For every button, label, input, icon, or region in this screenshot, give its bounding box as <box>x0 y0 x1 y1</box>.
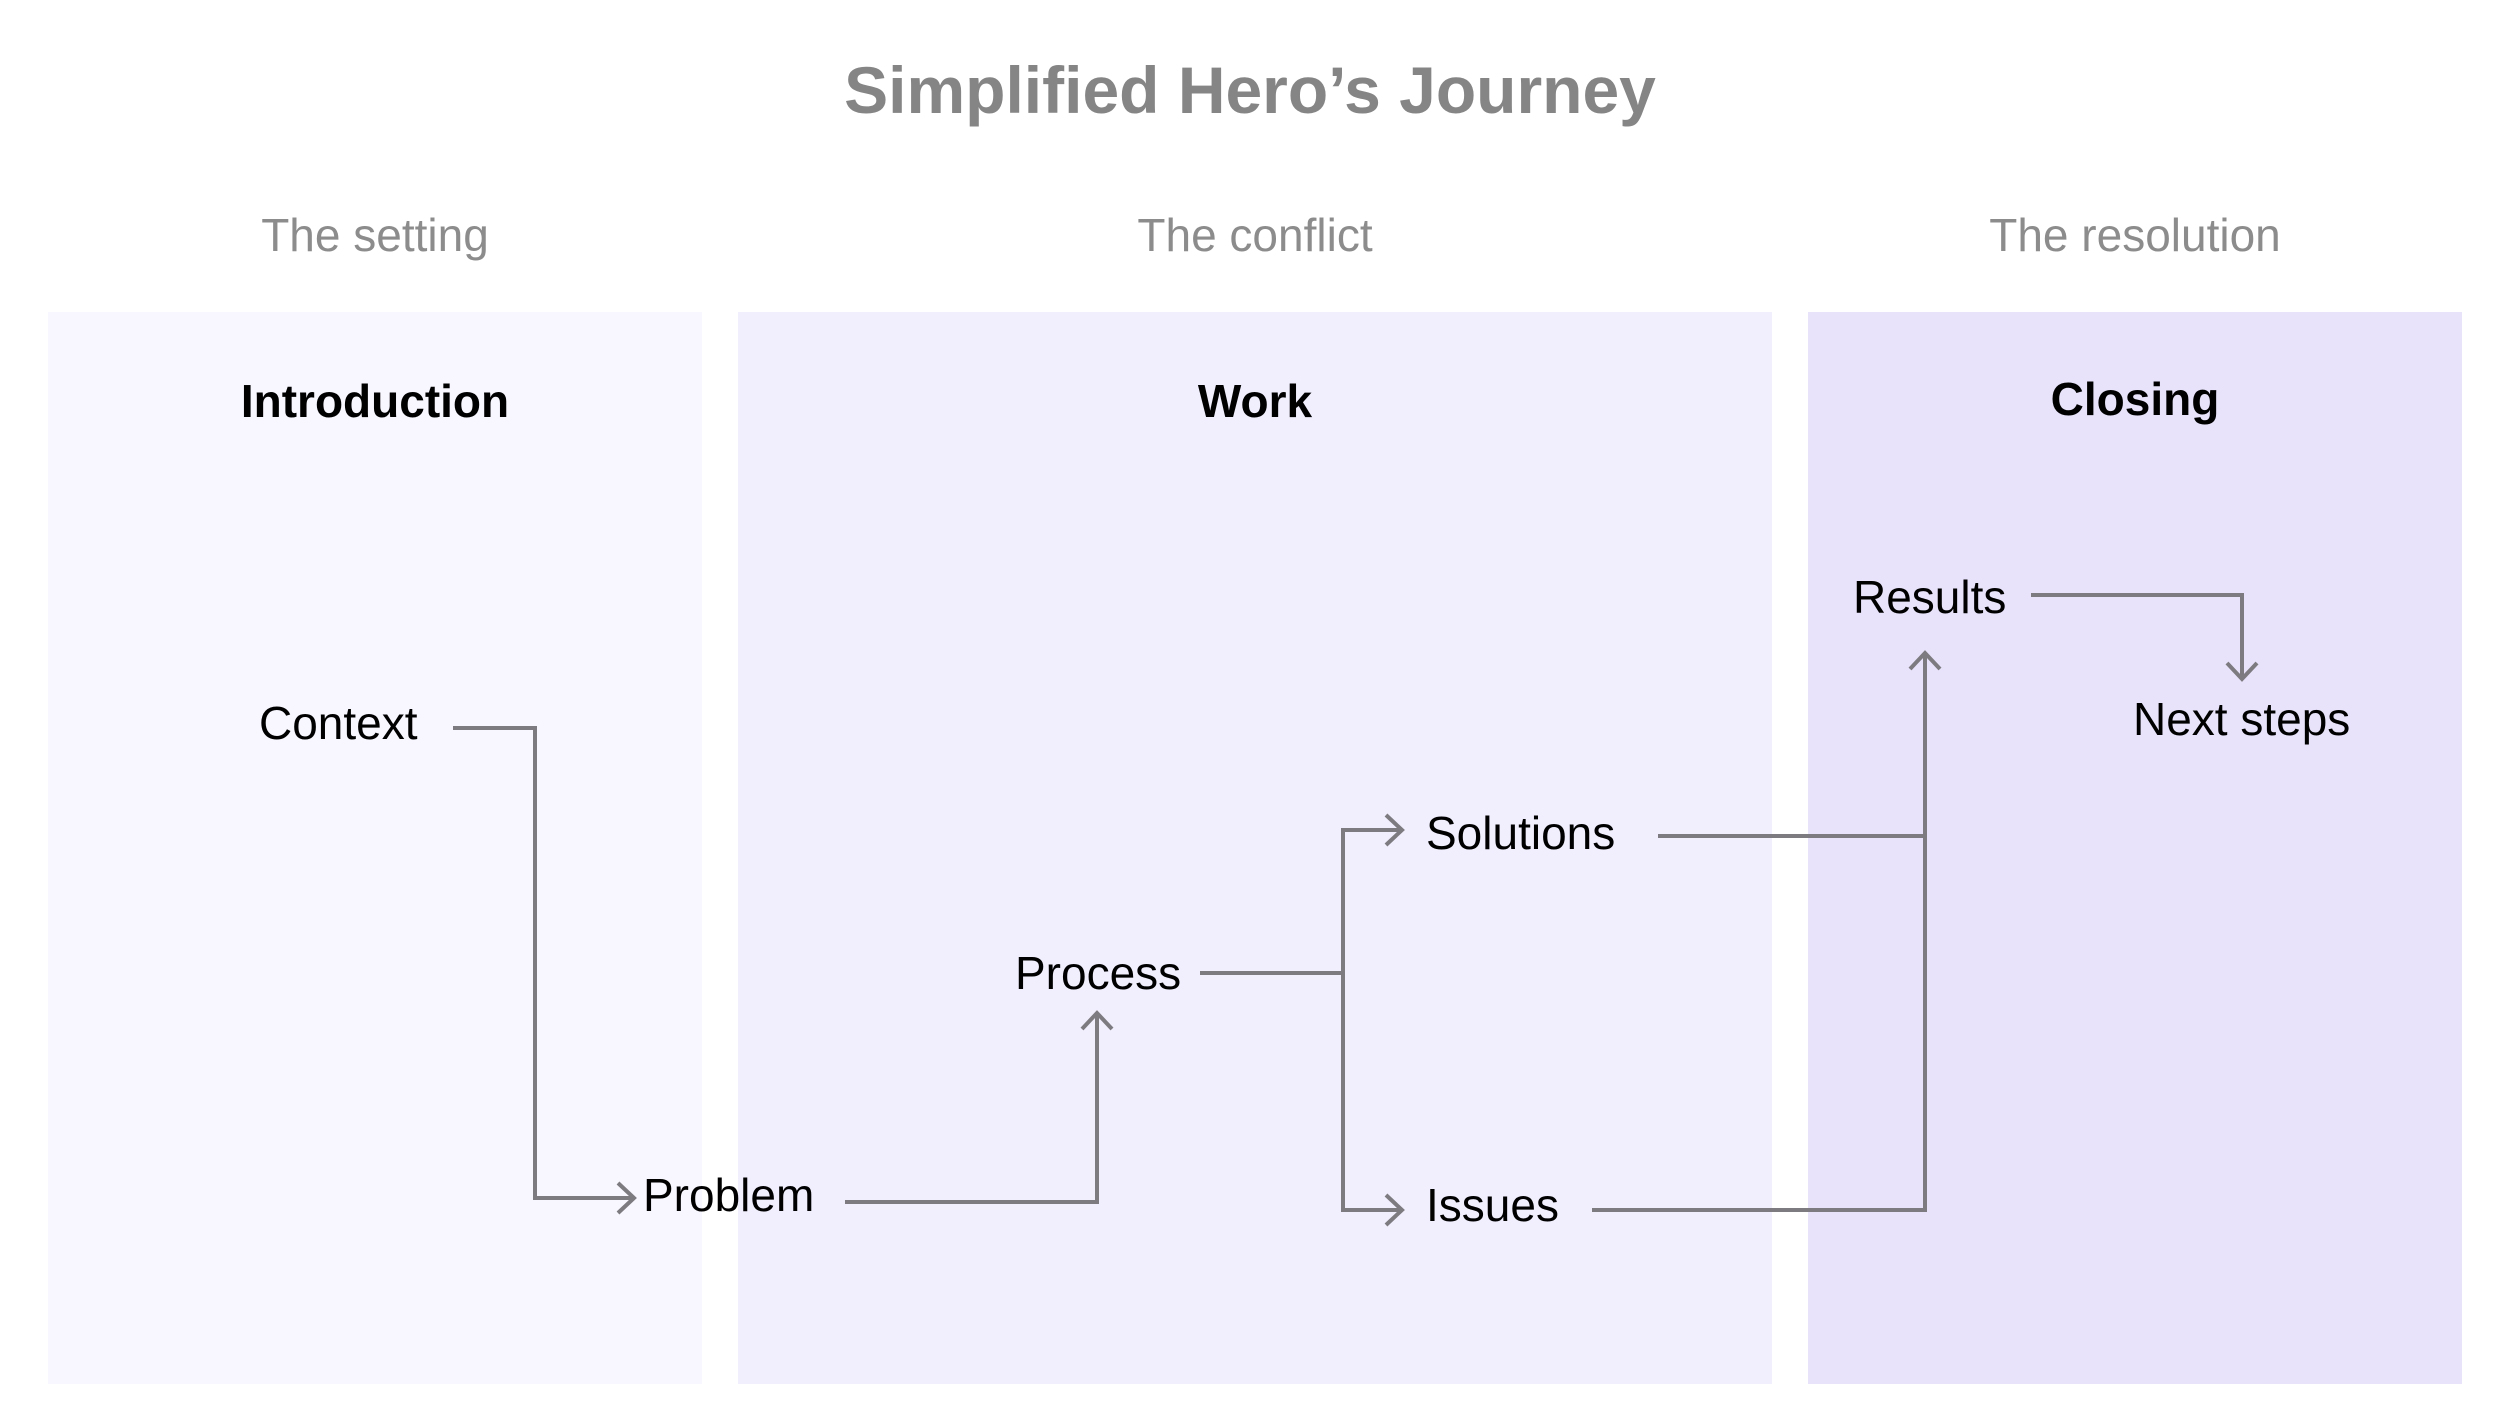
section-title-work: Work <box>1197 375 1313 427</box>
connector-results-next-steps <box>2031 593 2244 679</box>
connector-problem-process <box>845 1013 1099 1204</box>
section-panel-closing: Closing <box>1808 312 2462 1384</box>
diagram-title: Simplified Hero’s Journey <box>844 53 1656 127</box>
arrowhead-process <box>1080 1010 1114 1031</box>
section-panel-work: Work <box>738 312 1772 1384</box>
section-title-closing: Closing <box>2050 373 2220 425</box>
node-context: Context <box>259 697 418 749</box>
arrowhead-problem <box>616 1181 637 1215</box>
act-label-setting: The setting <box>261 209 489 261</box>
act-label-conflict: The conflict <box>1137 209 1373 261</box>
connector-split-branches <box>1341 828 1402 1212</box>
section-panel-introduction: Introduction <box>48 312 702 1384</box>
node-process: Process <box>1015 947 1182 999</box>
arrowhead-issues <box>1384 1193 1405 1227</box>
node-issues: Issues <box>1426 1179 1559 1231</box>
arrowhead-next-steps <box>2225 661 2259 682</box>
section-title-introduction: Introduction <box>240 375 510 427</box>
connector-issues-results <box>1592 653 1927 1212</box>
node-problem: Problem <box>643 1169 815 1221</box>
connector-context-problem <box>453 726 634 1200</box>
node-solutions: Solutions <box>1426 807 1616 859</box>
node-results: Results <box>1853 571 2007 623</box>
node-next-steps: Next steps <box>2133 693 2351 745</box>
act-label-resolution: The resolution <box>1989 209 2281 261</box>
arrowhead-solutions <box>1384 813 1405 847</box>
arrowhead-results <box>1908 650 1942 671</box>
